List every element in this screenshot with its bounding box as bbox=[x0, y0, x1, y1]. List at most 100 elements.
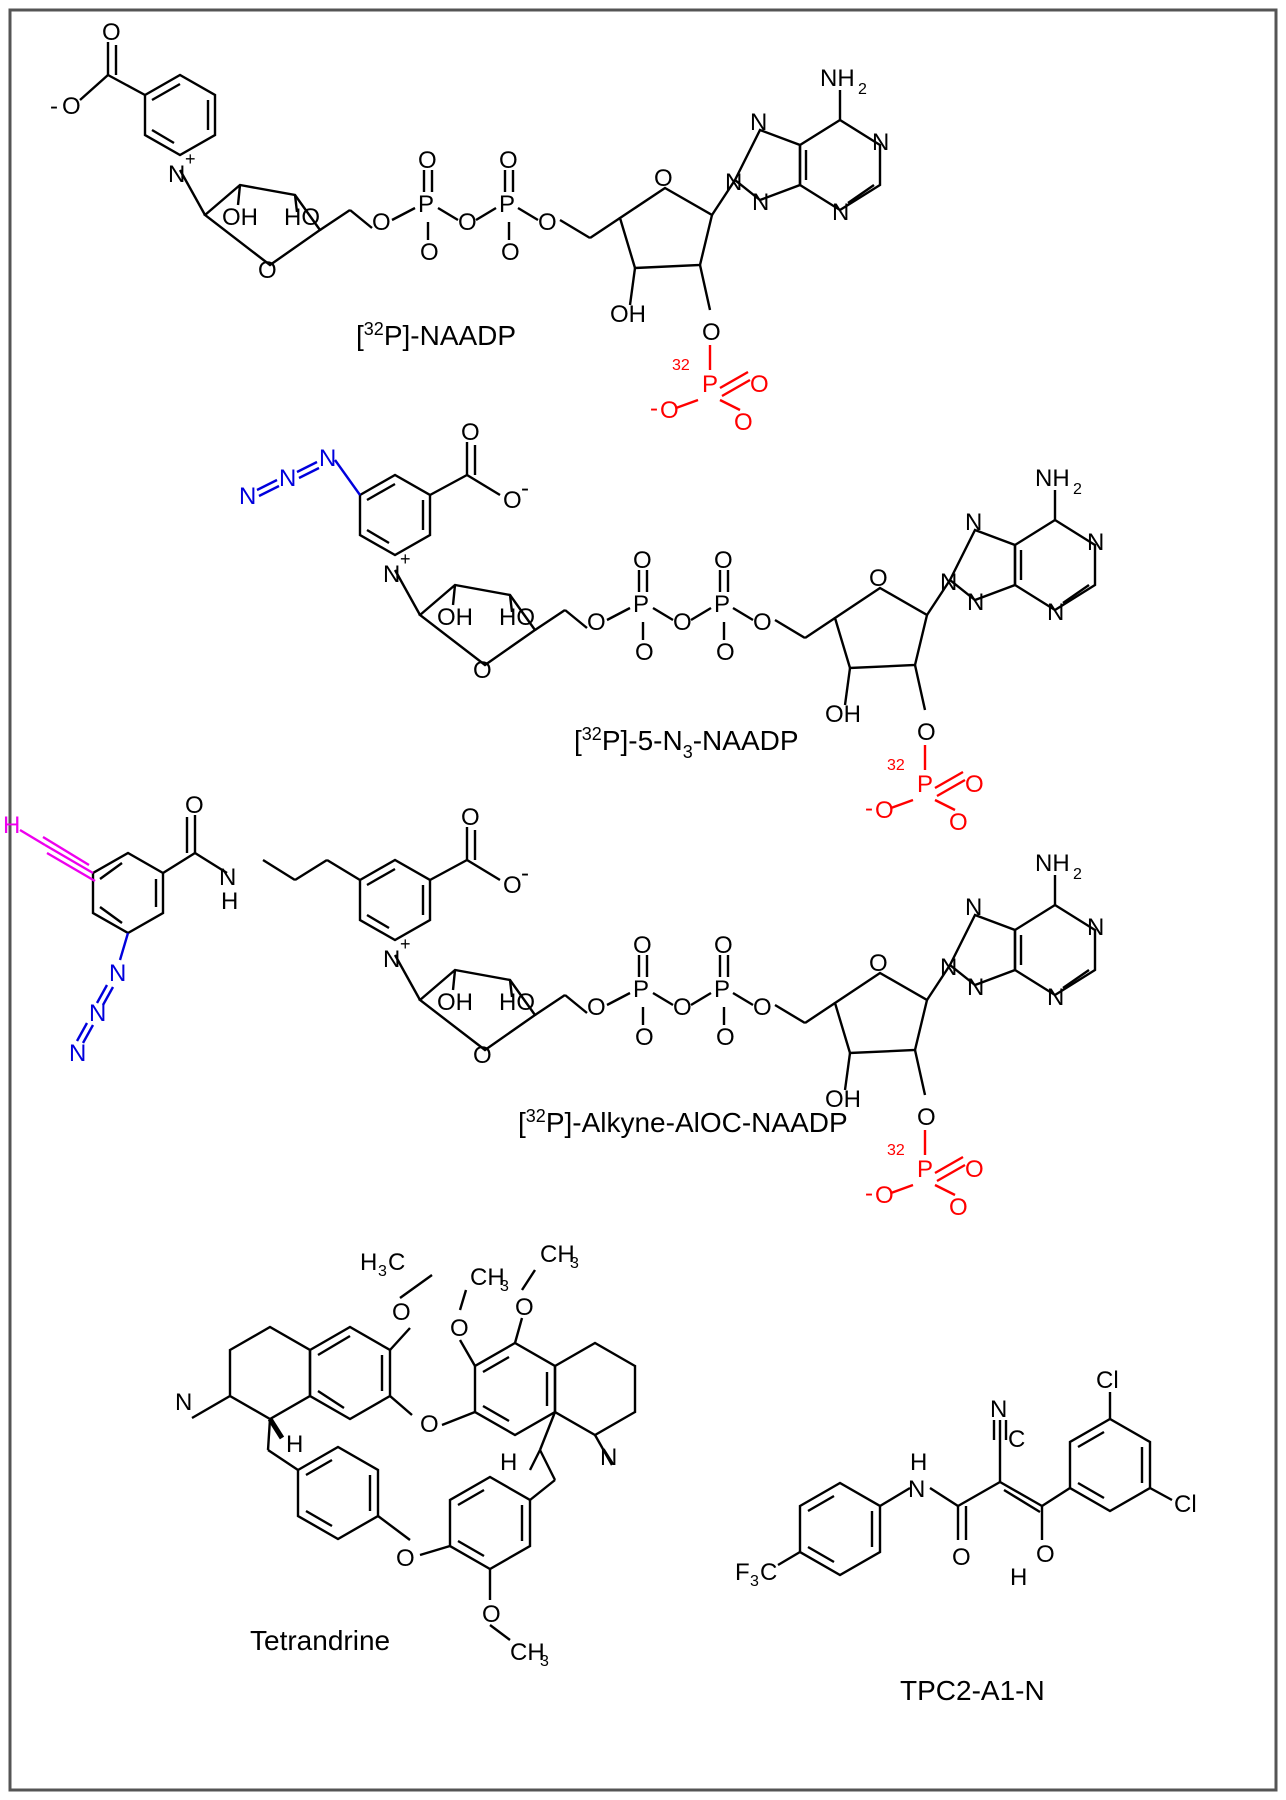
label-sub-2: 2 bbox=[1073, 481, 1082, 498]
label-oh: OH bbox=[437, 989, 473, 1016]
label-o: O bbox=[1036, 1541, 1055, 1568]
label-sub-3: 3 bbox=[378, 1263, 387, 1280]
label-oh: OH bbox=[825, 1086, 861, 1113]
label-n: N bbox=[69, 1040, 86, 1067]
label-o: O bbox=[714, 932, 733, 959]
label-n: N bbox=[319, 445, 336, 472]
label-o: O bbox=[869, 565, 888, 592]
pyridinium-ring bbox=[358, 858, 432, 942]
label-o: O bbox=[633, 547, 652, 574]
label-n: N bbox=[239, 483, 256, 510]
label-o: O bbox=[587, 609, 606, 636]
label-nh2: NH bbox=[1035, 465, 1070, 492]
label-o: O bbox=[673, 609, 692, 636]
label-h: H bbox=[221, 888, 238, 915]
label-o: O bbox=[450, 1315, 469, 1342]
label-nh2: NH bbox=[1035, 850, 1070, 877]
label-32: 32 bbox=[672, 357, 690, 374]
pyridinium-ring bbox=[143, 73, 217, 157]
label-p: P bbox=[418, 191, 434, 218]
label-o: O bbox=[949, 809, 968, 836]
label-o: O bbox=[392, 1299, 411, 1326]
label-n: N bbox=[1087, 914, 1104, 941]
label-n: N bbox=[940, 954, 957, 981]
naadp-phosphate-bonds bbox=[675, 345, 751, 412]
label-sub-3: 3 bbox=[500, 1278, 509, 1295]
tetrahydro-ring-2 bbox=[553, 1341, 637, 1437]
label-oh: OH bbox=[825, 701, 861, 728]
label-n: N bbox=[109, 960, 126, 987]
label-c: C bbox=[388, 1249, 405, 1276]
label-32: 32 bbox=[887, 757, 905, 774]
label-c: C bbox=[1008, 1426, 1025, 1453]
label-o: O bbox=[673, 994, 692, 1021]
label-o: O bbox=[635, 639, 654, 666]
label-plus: + bbox=[400, 549, 411, 569]
label-o: O bbox=[917, 1104, 936, 1131]
label-sub-3: 3 bbox=[570, 1255, 579, 1272]
label-h: H bbox=[286, 1431, 303, 1458]
label-o: O bbox=[372, 209, 391, 236]
label-n: N bbox=[965, 894, 982, 921]
label-n: N bbox=[279, 465, 296, 492]
n3-naadp-atom-labels: O O - N + OH HO O O P O O O P O O O O N … bbox=[383, 419, 1104, 746]
alkyne-naadp-atom-labels: O O - N + O N H OH HO O O P O O O P O O … bbox=[185, 792, 1104, 1131]
label-o: O bbox=[716, 1024, 735, 1051]
label-p: P bbox=[917, 1156, 933, 1183]
label-n: N bbox=[832, 199, 849, 226]
alkyne-aloc-naadp-structure: O O - N + O N H OH HO O O P O O O P O O … bbox=[3, 792, 1104, 1221]
label-o: O bbox=[258, 257, 277, 284]
label-p: P bbox=[714, 591, 730, 618]
naadp-phosphate-labels: 32 P O O - O bbox=[650, 357, 769, 436]
label-o: O bbox=[965, 1156, 984, 1183]
label-o: O bbox=[538, 209, 557, 236]
caption-tetrandrine: Tetrandrine bbox=[250, 1625, 390, 1656]
benzene-ring bbox=[91, 851, 165, 935]
label-o: O bbox=[185, 792, 204, 819]
label-sub-3: 3 bbox=[750, 1573, 759, 1590]
label-p: P bbox=[499, 191, 515, 218]
tetrandrine-structure: N H O H 3 C O O CH 3 O CH 3 H N O O CH 3 bbox=[175, 1241, 637, 1670]
label-ch3: CH bbox=[510, 1639, 545, 1666]
dichlorophenyl-ring bbox=[1068, 1417, 1152, 1513]
label-o: O bbox=[869, 950, 888, 977]
azide-labels: N N N bbox=[239, 445, 336, 510]
caption-alkyne-aloc-naadp: [32P]-Alkyne-AlOC-NAADP bbox=[518, 1106, 848, 1138]
label-h: H bbox=[500, 1449, 517, 1476]
label-n: N bbox=[750, 109, 767, 136]
label-o: O bbox=[396, 1545, 415, 1572]
label-n: N bbox=[1047, 599, 1064, 626]
isoquinoline-benzene-ring-2 bbox=[473, 1341, 557, 1437]
label-ch3: CH bbox=[470, 1264, 505, 1291]
label-o: O bbox=[501, 239, 520, 266]
label-n: N bbox=[219, 864, 236, 891]
label-n: N bbox=[965, 509, 982, 536]
label-o: O bbox=[660, 397, 679, 424]
label-ho: HO bbox=[284, 204, 320, 231]
label-h: H bbox=[1010, 1564, 1027, 1591]
label-minus: - bbox=[650, 395, 658, 422]
label-o: O bbox=[875, 1182, 894, 1209]
label-minus: - bbox=[865, 795, 873, 822]
label-n: N bbox=[872, 129, 889, 156]
label-p: P bbox=[633, 591, 649, 618]
label-minus: - bbox=[50, 93, 58, 120]
label-o: O bbox=[753, 609, 772, 636]
label-n: N bbox=[967, 589, 984, 616]
label-minus: - bbox=[865, 1180, 873, 1207]
label-oh: OH bbox=[610, 301, 646, 328]
ribose-ring-1 bbox=[203, 183, 322, 267]
tetrandrine-atom-labels: N H O H 3 C O O CH 3 O CH 3 H N O O CH 3 bbox=[175, 1241, 617, 1670]
pyrimidine-ring bbox=[798, 118, 882, 212]
label-o: O bbox=[750, 371, 769, 398]
label-o: O bbox=[473, 657, 492, 684]
label-f: F bbox=[735, 1559, 750, 1586]
label-o: O bbox=[418, 147, 437, 174]
azide-bonds bbox=[75, 932, 130, 1044]
label-n: N bbox=[990, 1396, 1007, 1423]
label-n-plus: N bbox=[168, 161, 185, 188]
pyridinium-ring bbox=[358, 473, 432, 557]
label-o: O bbox=[587, 994, 606, 1021]
label-o: O bbox=[461, 419, 480, 446]
